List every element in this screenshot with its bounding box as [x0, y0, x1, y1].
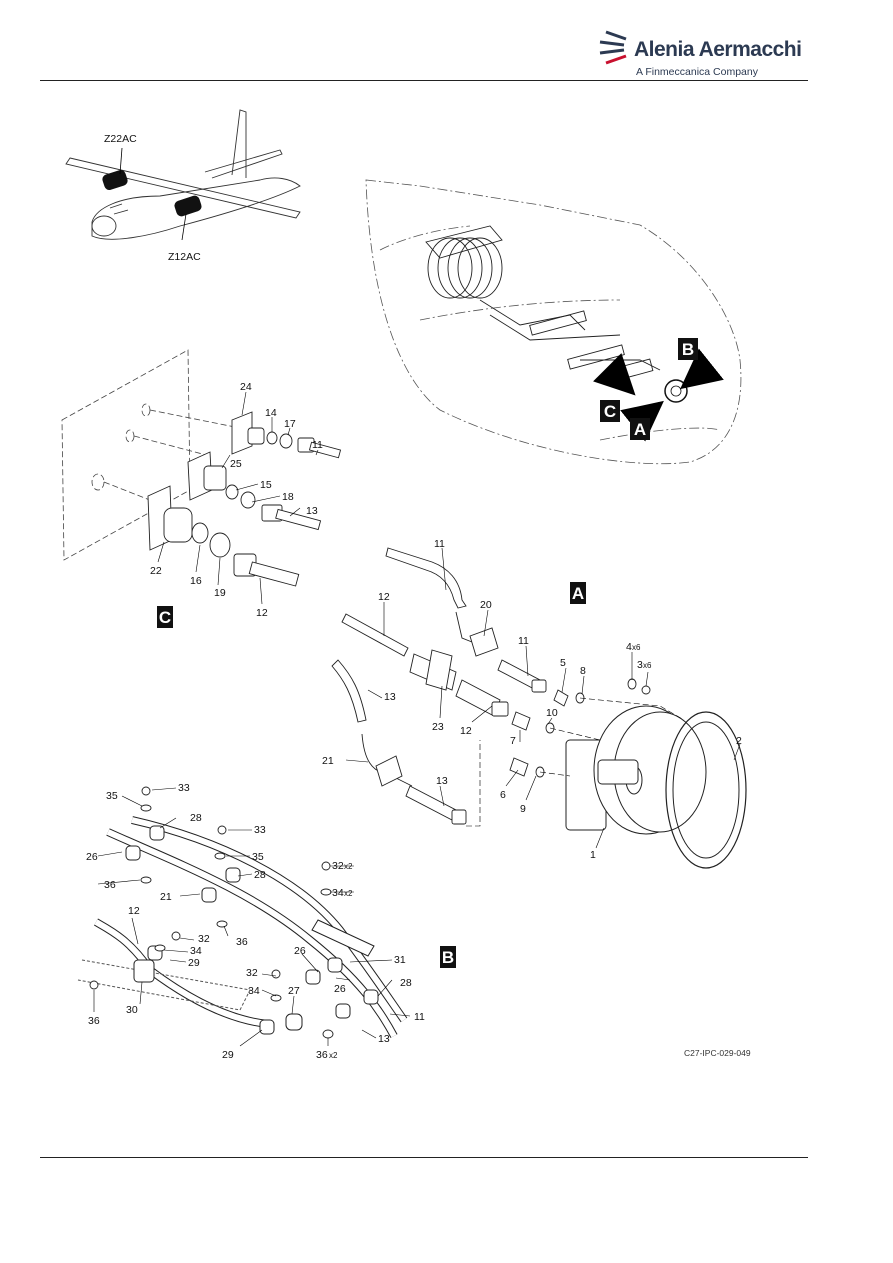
callout-11-a: 11 — [518, 635, 529, 647]
callout-18: 18 — [282, 491, 294, 503]
callout-11-b: 11 — [414, 1011, 425, 1023]
generator-assembly — [425, 225, 661, 382]
header-rule — [40, 80, 808, 81]
callout-36-d: 36 — [316, 1049, 328, 1061]
brand-name: Alenia Aermacchi — [634, 38, 802, 61]
view-label-c: C — [159, 608, 171, 627]
view-a-tubes — [331, 547, 547, 825]
callout-12-c: 12 — [256, 607, 268, 619]
callout-30: 30 — [126, 1004, 138, 1016]
callout-20: 20 — [480, 599, 492, 611]
callout-29-a: 29 — [188, 957, 200, 969]
aircraft-overview — [65, 109, 301, 240]
callout-32-c: 32 — [246, 967, 258, 979]
qty-34-x2: x2 — [344, 889, 353, 898]
callout-36-c: 36 — [88, 1015, 100, 1027]
footer-rule — [40, 1157, 808, 1158]
callout-16: 16 — [190, 575, 202, 587]
zone-label-z12ac: Z12AC — [168, 251, 201, 263]
view-label-a: A — [572, 584, 584, 603]
callout-34-a: 34 — [332, 887, 344, 899]
nacelle-cutaway — [365, 179, 742, 465]
zone-label-z22ac: Z22AC — [104, 133, 137, 145]
view-label-b: B — [442, 948, 454, 967]
callout-33-a: 33 — [178, 782, 190, 794]
callout-26-c: 26 — [334, 983, 346, 995]
view-c-fittings — [147, 411, 342, 587]
callout-24: 24 — [240, 381, 252, 393]
callout-4: 4 — [626, 641, 632, 653]
callout-32-a: 32 — [332, 860, 344, 872]
callout-13-c: 13 — [306, 505, 318, 517]
callout-2: 2 — [736, 735, 742, 747]
callout-35-b: 35 — [252, 851, 264, 863]
callout-28-c: 28 — [400, 977, 412, 989]
callout-10: 10 — [546, 707, 558, 719]
callout-13-b: 13 — [378, 1033, 390, 1045]
view-a-generator — [565, 705, 747, 869]
view-b-fasteners — [89, 786, 334, 1039]
company-logo — [599, 30, 627, 65]
callout-3: 3 — [637, 659, 643, 671]
callout-31: 31 — [394, 954, 406, 966]
callout-21-b: 21 — [160, 891, 172, 903]
callout-29-b: 29 — [222, 1049, 234, 1061]
callout-17: 17 — [284, 418, 296, 430]
view-a-hardware — [509, 678, 651, 778]
engine-nacelle-right-icon — [174, 195, 202, 217]
engine-nacelle-left-icon — [102, 169, 128, 191]
callout-8: 8 — [580, 665, 586, 677]
callout-12-a: 12 — [460, 725, 472, 737]
qty-32-x2: x2 — [344, 862, 353, 871]
callout-22: 22 — [150, 565, 162, 577]
callout-15: 15 — [260, 479, 272, 491]
callout-25: 25 — [230, 458, 242, 470]
callout-27: 27 — [288, 985, 300, 997]
callout-32-b: 32 — [198, 933, 210, 945]
view-b-clamps — [125, 825, 379, 1035]
callout-14: 14 — [265, 407, 277, 419]
callout-1: 1 — [590, 849, 596, 861]
callout-5: 5 — [560, 657, 566, 669]
callout-36-b: 36 — [236, 936, 248, 948]
callout-35-a: 35 — [106, 790, 118, 802]
qty-36-x2: x2 — [329, 1051, 338, 1060]
callout-13-a: 13 — [436, 775, 448, 787]
qty-4-x6: x6 — [632, 643, 641, 652]
figure-reference: C27-IPC-029-049 — [684, 1048, 751, 1058]
qty-3-x6: x6 — [643, 661, 652, 670]
view-label-a-top: A — [634, 420, 646, 439]
callout-34-c: 34 — [248, 985, 260, 997]
callout-23: 23 — [432, 721, 444, 733]
brand-tagline: A Finmeccanica Company — [636, 66, 758, 78]
view-label-b-top: B — [682, 340, 694, 359]
callout-9: 9 — [520, 803, 526, 815]
callout-26-a: 26 — [86, 851, 98, 863]
callout-36-a: 36 — [104, 879, 116, 891]
callout-33-b: 33 — [254, 824, 266, 836]
callout-12-a-top: 12 — [378, 591, 390, 603]
callout-28-b: 28 — [254, 869, 266, 881]
view-b-tubes — [77, 816, 408, 1038]
callout-34-b: 34 — [190, 945, 202, 957]
callout-11-a-top: 11 — [434, 538, 445, 550]
view-label-c-top: C — [604, 402, 616, 421]
callout-13-a-top: 13 — [384, 691, 396, 703]
callout-12-b: 12 — [128, 905, 140, 917]
callout-26-b: 26 — [294, 945, 306, 957]
callout-6: 6 — [500, 789, 506, 801]
callout-7: 7 — [510, 735, 516, 747]
callout-19: 19 — [214, 587, 226, 599]
callout-21-a: 21 — [322, 755, 334, 767]
callout-28-a: 28 — [190, 812, 202, 824]
callout-11-c: 11 — [312, 439, 323, 451]
